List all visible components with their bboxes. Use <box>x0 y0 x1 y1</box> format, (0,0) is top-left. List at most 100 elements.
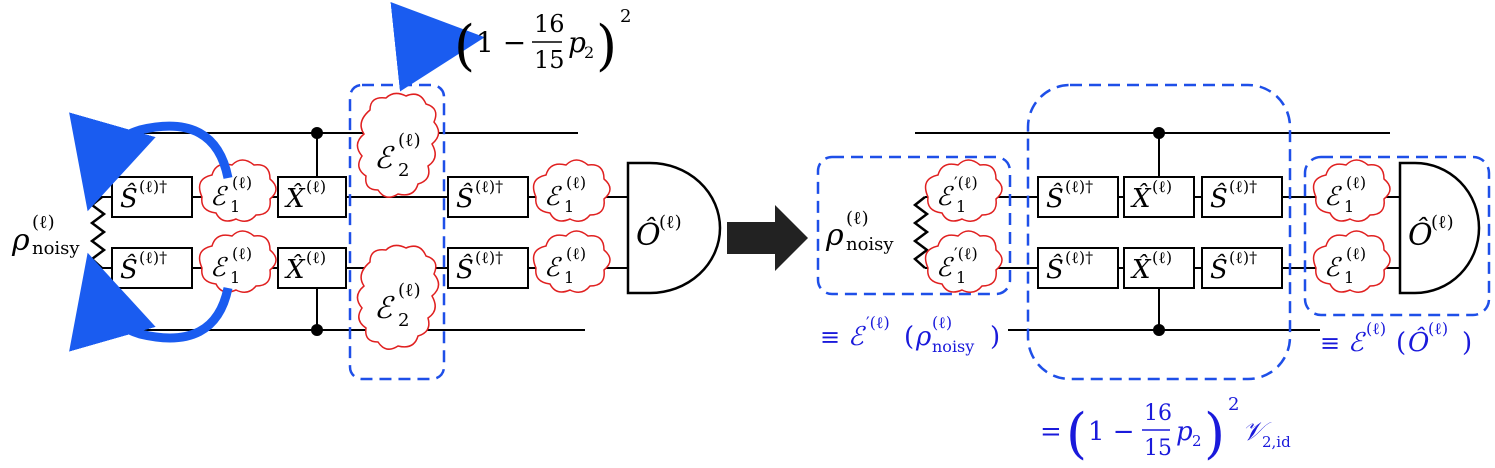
control-dot-bottom <box>1153 324 1165 336</box>
noise-e1b-q2: ℰ 1 (ℓ) <box>532 230 611 293</box>
svg-text:16: 16 <box>1144 401 1172 426</box>
svg-text:ℰ: ℰ <box>936 253 954 283</box>
svg-text:Ŝ: Ŝ <box>1046 182 1064 214</box>
svg-text:ρ: ρ <box>915 322 932 352</box>
svg-text:Ŝ: Ŝ <box>120 182 138 214</box>
svg-text:1: 1 <box>1344 268 1354 287</box>
label-observable-channel: ≡ ℰ (ℓ) ( Ô (ℓ) ) <box>1320 319 1472 358</box>
svg-text:1: 1 <box>564 197 574 216</box>
control-dot-bottom <box>311 324 323 336</box>
cloud-icon <box>532 230 611 293</box>
svg-text:(ℓ)†: (ℓ)† <box>139 248 167 267</box>
svg-text:Ŝ: Ŝ <box>120 253 138 285</box>
svg-text:X̂: X̂ <box>284 183 306 214</box>
s-gate2-q2: Ŝ (ℓ)† <box>1201 247 1283 289</box>
svg-text:1: 1 <box>564 268 574 287</box>
right-circuit: ρ (ℓ) noisy ℰ 1 ′(ℓ) ℰ 1 ′(ℓ) Ŝ (ℓ)† Ŝ (… <box>816 83 1491 465</box>
curved-arrow-icon <box>69 252 233 352</box>
svg-text:1 −: 1 − <box>1088 417 1135 447</box>
cloud-icon <box>356 92 440 198</box>
svg-text:(ℓ)†: (ℓ)† <box>1229 248 1257 267</box>
x-gate-q2: X̂ (ℓ) <box>1123 247 1195 289</box>
svg-text:noisy: noisy <box>846 234 894 255</box>
svg-text:ℰ: ℰ <box>1324 182 1342 212</box>
svg-text:(ℓ): (ℓ) <box>846 208 869 229</box>
svg-text:(ℓ): (ℓ) <box>1431 212 1454 233</box>
dashed-box-observable <box>1303 155 1491 317</box>
svg-text:(ℓ)†: (ℓ)† <box>139 177 167 196</box>
svg-text:(ℓ): (ℓ) <box>566 244 586 263</box>
svg-text:Ŝ: Ŝ <box>1046 253 1064 285</box>
svg-text:ℰ: ℰ <box>1324 253 1342 283</box>
svg-text:(ℓ): (ℓ) <box>32 212 55 233</box>
s-gate-q2: Ŝ (ℓ)† <box>111 247 193 289</box>
cloud-icon <box>924 230 1003 293</box>
factor-label: ( 1 − 16 15 p 2 ) 2 <box>454 6 631 77</box>
svg-text:ℰ: ℰ <box>210 182 228 212</box>
svg-text:(ℓ): (ℓ) <box>398 130 421 151</box>
noise-e1-q1: ℰ 1 (ℓ) <box>1312 159 1391 222</box>
svg-text:(ℓ): (ℓ) <box>232 244 252 263</box>
rho-noisy-label: ρ (ℓ) noisy <box>825 208 894 255</box>
svg-text:ℰ: ℰ <box>374 291 395 326</box>
svg-text:Ŝ: Ŝ <box>1210 182 1228 214</box>
noise-e1-q1: ℰ 1 (ℓ) <box>198 159 277 222</box>
s-gate-q1: Ŝ (ℓ)† <box>1037 176 1119 218</box>
s-gate2-q1: Ŝ (ℓ)† <box>1201 176 1283 218</box>
svg-text:16: 16 <box>534 10 565 38</box>
svg-text:2: 2 <box>620 6 631 27</box>
curved-arrow-icon <box>69 112 233 212</box>
svg-text:2: 2 <box>1228 394 1239 415</box>
svg-text:noisy: noisy <box>932 337 974 356</box>
svg-text:ℰ: ℰ <box>848 322 866 352</box>
svg-text:1: 1 <box>230 197 240 216</box>
svg-text:Ŝ: Ŝ <box>456 253 474 285</box>
svg-text:(ℓ): (ℓ) <box>1366 319 1386 338</box>
svg-text:(: ( <box>904 322 914 352</box>
svg-text:ρ: ρ <box>11 223 30 258</box>
svg-text:Ô: Ô <box>1408 326 1429 358</box>
label-state-channel: ≡ ℰ ′(ℓ) ( ρ (ℓ) noisy ) <box>820 313 1000 356</box>
svg-text:(: ( <box>1066 402 1087 465</box>
svg-text:1: 1 <box>956 197 966 216</box>
svg-text:Ŝ: Ŝ <box>1210 253 1228 285</box>
noise-e2-lower: ℰ 2 (ℓ) <box>356 244 440 350</box>
measurement-o: Ô (ℓ) <box>626 161 722 295</box>
s-gate2-q2: Ŝ (ℓ)† <box>447 247 529 289</box>
svg-text:15: 15 <box>534 46 565 74</box>
svg-text:(ℓ)†: (ℓ)† <box>475 248 503 267</box>
svg-text:(ℓ): (ℓ) <box>232 173 252 192</box>
control-dot-top <box>1153 127 1165 139</box>
svg-text:noisy: noisy <box>32 238 80 259</box>
svg-text:): ) <box>1204 402 1225 465</box>
svg-text:(: ( <box>454 14 475 77</box>
dashed-box-state <box>816 155 1012 296</box>
svg-text:X̂: X̂ <box>1130 254 1152 285</box>
svg-text:2: 2 <box>398 310 409 331</box>
cloud-icon <box>1312 230 1391 293</box>
svg-text:X̂: X̂ <box>284 254 306 285</box>
svg-text:(: ( <box>1396 328 1406 358</box>
svg-text:(ℓ)†: (ℓ)† <box>1065 177 1093 196</box>
svg-text:(ℓ): (ℓ) <box>1346 244 1366 263</box>
zigzag-icon <box>912 196 930 269</box>
svg-text:): ) <box>1462 328 1472 358</box>
svg-text:2: 2 <box>584 43 594 62</box>
svg-text:ℰ: ℰ <box>210 253 228 283</box>
x-gate-q1: X̂ (ℓ) <box>1123 176 1195 218</box>
right-arrow-icon <box>727 205 808 271</box>
svg-text:1 −: 1 − <box>476 26 526 59</box>
svg-text:1: 1 <box>1344 197 1354 216</box>
noise-e1prime-q1: ℰ 1 ′(ℓ) <box>924 159 1003 222</box>
svg-text:ℰ: ℰ <box>374 141 395 176</box>
svg-text:Ŝ: Ŝ <box>456 182 474 214</box>
svg-text:′(ℓ): ′(ℓ) <box>954 173 978 192</box>
cloud-icon <box>1312 159 1391 222</box>
svg-text:ℰ: ℰ <box>1348 328 1366 358</box>
svg-text:=: = <box>1040 417 1062 447</box>
svg-text:15: 15 <box>1144 436 1172 461</box>
x-gate-q1: X̂ (ℓ) <box>277 176 347 218</box>
svg-text:1: 1 <box>230 268 240 287</box>
noise-e1prime-q2: ℰ 1 ′(ℓ) <box>924 230 1003 293</box>
cloud-icon <box>198 159 277 222</box>
